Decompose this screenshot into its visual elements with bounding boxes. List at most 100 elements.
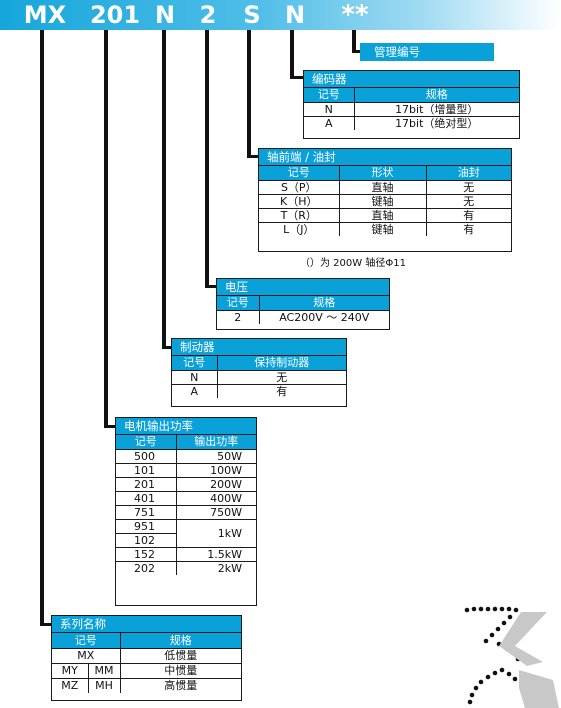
shaft-note: （）为 200W 轴径Φ11 — [300, 258, 406, 269]
power-output: 1.5kW — [175, 546, 256, 562]
connector-encoder — [290, 30, 294, 79]
connector-shaft — [247, 30, 251, 158]
power-output: 1kW — [175, 518, 256, 548]
power-code: 202 — [116, 560, 177, 575]
power-code: 751 — [116, 504, 177, 520]
encoder-header-spec: 规格 — [353, 88, 519, 103]
code-series: MX — [23, 1, 67, 29]
table-row: K（H）键轴无 — [259, 193, 511, 209]
shaft-code: L（J） — [259, 221, 340, 236]
brake-title: 制动器 — [172, 339, 346, 356]
shaft-title: 轴前端 / 油封 — [259, 149, 511, 166]
series-spec: 低惯量 — [119, 647, 241, 664]
shaft-header-seal: 油封 — [425, 166, 511, 181]
management-number-box: 管理编号 — [360, 43, 494, 61]
connector-power — [104, 30, 108, 428]
series-code-alt: MM — [87, 662, 121, 679]
connector-series-h — [40, 623, 52, 626]
shaft-table: 轴前端 / 油封 记号形状油封 S（P）直轴无 K（H）键轴无 T（R）直轴有 … — [258, 148, 512, 252]
connector-management — [352, 30, 356, 53]
management-number-title: 管理编号 — [360, 43, 494, 61]
brake-holding: 有 — [216, 383, 346, 398]
power-code: 152 — [116, 546, 177, 562]
voltage-spec: AC200V ～ 240V — [258, 309, 389, 324]
power-output: 100W — [175, 462, 256, 478]
power-code: 951 — [116, 518, 177, 534]
shaft-code: S（P） — [259, 179, 340, 195]
power-output: 2kW — [175, 560, 256, 575]
dotted-logo-decoration — [464, 606, 559, 708]
code-shaft: S — [243, 1, 261, 29]
brake-header-code: 记号 — [172, 356, 218, 371]
voltage-header-code: 记号 — [217, 296, 260, 311]
shaft-seal: 有 — [425, 207, 511, 223]
shaft-code: K（H） — [259, 193, 340, 209]
encoder-code: N — [304, 101, 355, 117]
power-code: 500 — [116, 448, 177, 464]
connector-brake-h — [162, 346, 172, 349]
power-code: 101 — [116, 462, 177, 478]
code-voltage: 2 — [199, 1, 217, 29]
shaft-header-code: 记号 — [259, 166, 340, 181]
power-title: 电机输出功率 — [116, 418, 256, 435]
power-header-output: 输出功率 — [175, 435, 256, 450]
table-row: L（J）键轴有 — [259, 221, 511, 236]
shaft-seal: 无 — [425, 193, 511, 209]
brake-holding: 无 — [216, 369, 346, 385]
voltage-header-spec: 规格 — [258, 296, 389, 311]
series-spec: 高惯量 — [119, 677, 241, 693]
power-code: 401 — [116, 490, 177, 506]
power-output: 50W — [175, 448, 256, 464]
series-code-alt: MH — [87, 677, 121, 693]
series-header-spec: 规格 — [119, 633, 241, 649]
shaft-shape: 键轴 — [338, 221, 427, 236]
brake-header-holding: 保持制动器 — [216, 356, 346, 371]
power-code: 102 — [116, 532, 176, 548]
voltage-code: 2 — [217, 309, 260, 324]
power-output: 750W — [175, 504, 256, 520]
connector-shaft-h — [247, 155, 260, 158]
code-encoder: N — [284, 1, 306, 29]
code-power: 201 — [89, 1, 141, 29]
model-code-bar — [0, 0, 561, 30]
shaft-code: T（R） — [259, 207, 340, 223]
table-row: S（P）直轴无 — [259, 179, 511, 195]
power-header-code: 记号 — [116, 435, 177, 450]
brake-code: N — [172, 369, 218, 385]
table-row: T（R）直轴有 — [259, 207, 511, 223]
code-management: ** — [341, 0, 369, 30]
series-header-code: 记号 — [52, 633, 121, 649]
connector-encoder-h — [290, 76, 305, 79]
encoder-code: A — [304, 115, 355, 130]
connector-voltage — [205, 30, 209, 288]
shaft-shape: 直轴 — [338, 207, 427, 223]
voltage-title: 电压 — [217, 279, 389, 296]
shaft-header-shape: 形状 — [338, 166, 427, 181]
power-output: 200W — [175, 476, 256, 492]
power-code: 201 — [116, 476, 177, 492]
brake-code: A — [172, 383, 218, 398]
encoder-title: 编码器 — [304, 71, 519, 88]
series-code: MY — [52, 662, 89, 679]
connector-voltage-h — [205, 285, 218, 288]
series-code: MZ — [52, 677, 89, 693]
series-code: MX — [52, 647, 121, 664]
encoder-spec: 17bit（绝对型） — [353, 115, 519, 130]
encoder-spec: 17bit（增量型） — [353, 101, 519, 117]
